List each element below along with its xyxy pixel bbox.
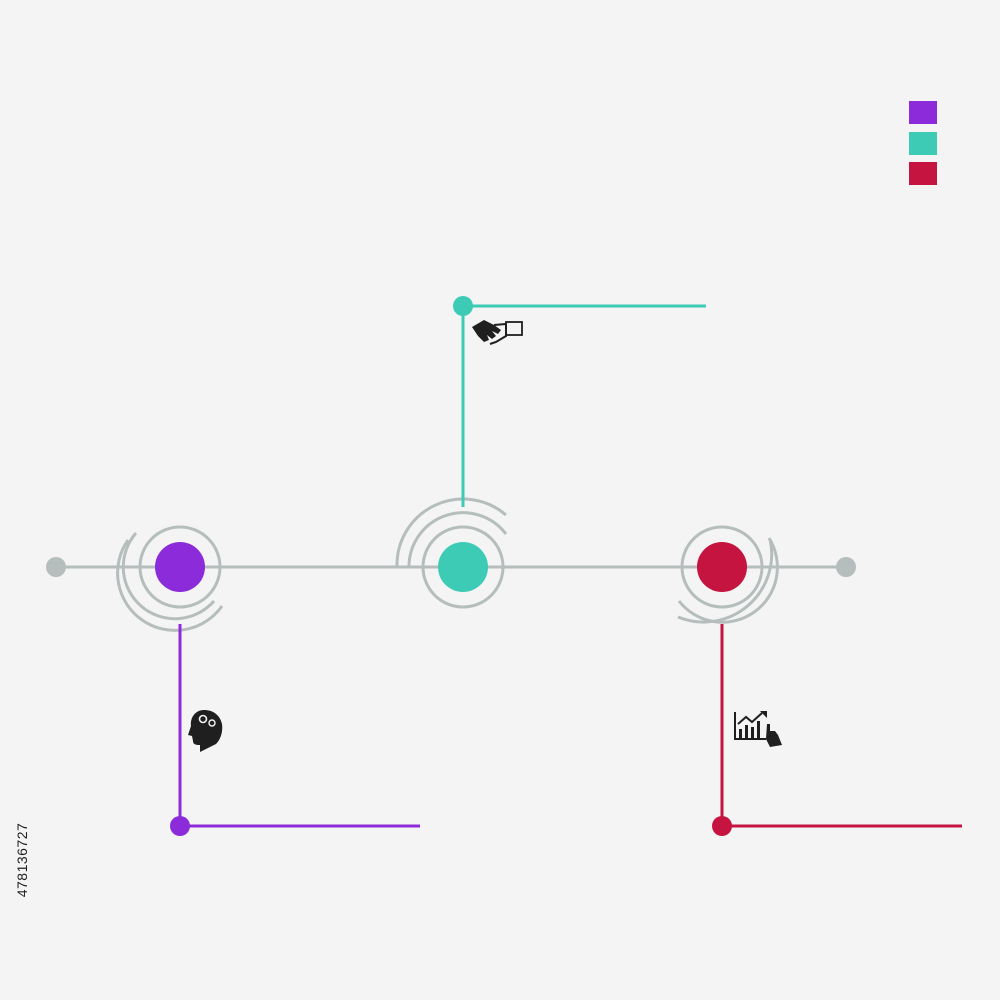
handshake-icon (472, 320, 523, 345)
track-end-dot (836, 557, 856, 577)
timeline-node-3 (677, 525, 962, 836)
node-2-inner-ring (421, 525, 505, 609)
stock-id-watermark: 478136727 (4, 760, 40, 960)
node-3-mid-arc (677, 538, 774, 624)
legend-swatch-teal (909, 132, 937, 155)
timeline-node-1 (116, 525, 420, 836)
head-gears-icon (188, 710, 223, 752)
timeline-node-2 (395, 296, 706, 609)
node-2-end-dot (453, 296, 473, 316)
legend-swatch-purple (909, 101, 937, 124)
node-1-mid-arc (121, 532, 216, 621)
node-1-dot (155, 542, 205, 592)
node-2-mid-arc (395, 497, 507, 568)
node-3-dot (697, 542, 747, 592)
track-start-dot (46, 557, 66, 577)
node-1-outer-arc (116, 539, 224, 632)
node-3-end-dot (712, 816, 732, 836)
node-3-outer-arc (677, 537, 779, 624)
legend-swatch-red (909, 162, 937, 185)
node-1-inner-ring (138, 525, 222, 609)
node-2-outer-arc (407, 511, 508, 568)
growth-chart-icon (734, 711, 782, 747)
node-3-inner-ring (680, 525, 764, 609)
node-2-dot (438, 542, 488, 592)
node-1-end-dot (170, 816, 190, 836)
stock-id-text: 478136727 (14, 822, 30, 898)
color-legend (909, 101, 937, 185)
